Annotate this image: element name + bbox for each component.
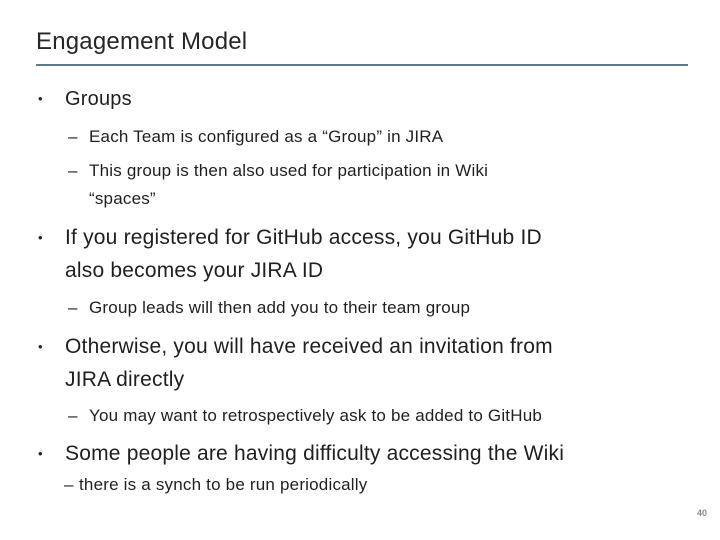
bullet-line: Otherwise, you will have received an inv… [65, 335, 553, 358]
dash-icon: – [68, 298, 78, 317]
bullet-line: Each Team is configured as a “Group” in … [89, 127, 444, 146]
bullet-icon: • [38, 339, 43, 354]
bullet-icon: • [38, 446, 43, 461]
bullet-item-synch: – there is a synch to be run periodicall… [0, 473, 720, 497]
bullet-line: Groups [65, 88, 132, 110]
title-divider [36, 64, 688, 66]
bullet-line: JIRA directly [65, 368, 185, 391]
bullet-line: If you registered for GitHub access, you… [65, 226, 542, 249]
dash-icon: – [68, 161, 78, 180]
slide-title: Engagement Model [36, 28, 248, 55]
bullet-line: “spaces” [89, 189, 156, 208]
bullet-line: Group leads will then add you to their t… [89, 298, 471, 317]
bullet-item-otherwise: • Otherwise, you will have received an i… [0, 330, 720, 396]
bullet-item-this-group: – This group is then also used for parti… [0, 157, 720, 213]
bullet-line: there is a synch to be run periodically [79, 475, 368, 494]
bullet-line: Some people are having difficulty access… [65, 442, 565, 465]
bullet-item-group-leads: – Group leads will then add you to their… [0, 295, 720, 320]
slide-body: • Groups – Each Team is configured as a … [0, 66, 720, 497]
bullet-item-groups: • Groups [0, 84, 720, 114]
dash-icon: – [64, 475, 74, 494]
bullet-item-github-id: • If you registered for GitHub access, y… [0, 221, 720, 287]
bullet-item-retrospectively: – You may want to retrospectively ask to… [0, 403, 720, 428]
bullet-line: You may want to retrospectively ask to b… [89, 406, 543, 425]
bullet-item-wiki-difficulty: • Some people are having difficulty acce… [0, 440, 720, 467]
bullet-line: This group is then also used for partici… [89, 161, 489, 180]
bullet-item-each-team: – Each Team is configured as a “Group” i… [0, 124, 720, 149]
dash-icon: – [68, 127, 78, 146]
dash-icon: – [68, 406, 78, 425]
page-number: 40 [696, 508, 707, 518]
bullet-line: also becomes your JIRA ID [65, 259, 324, 282]
bullet-icon: • [38, 91, 43, 106]
bullet-icon: • [38, 230, 43, 245]
